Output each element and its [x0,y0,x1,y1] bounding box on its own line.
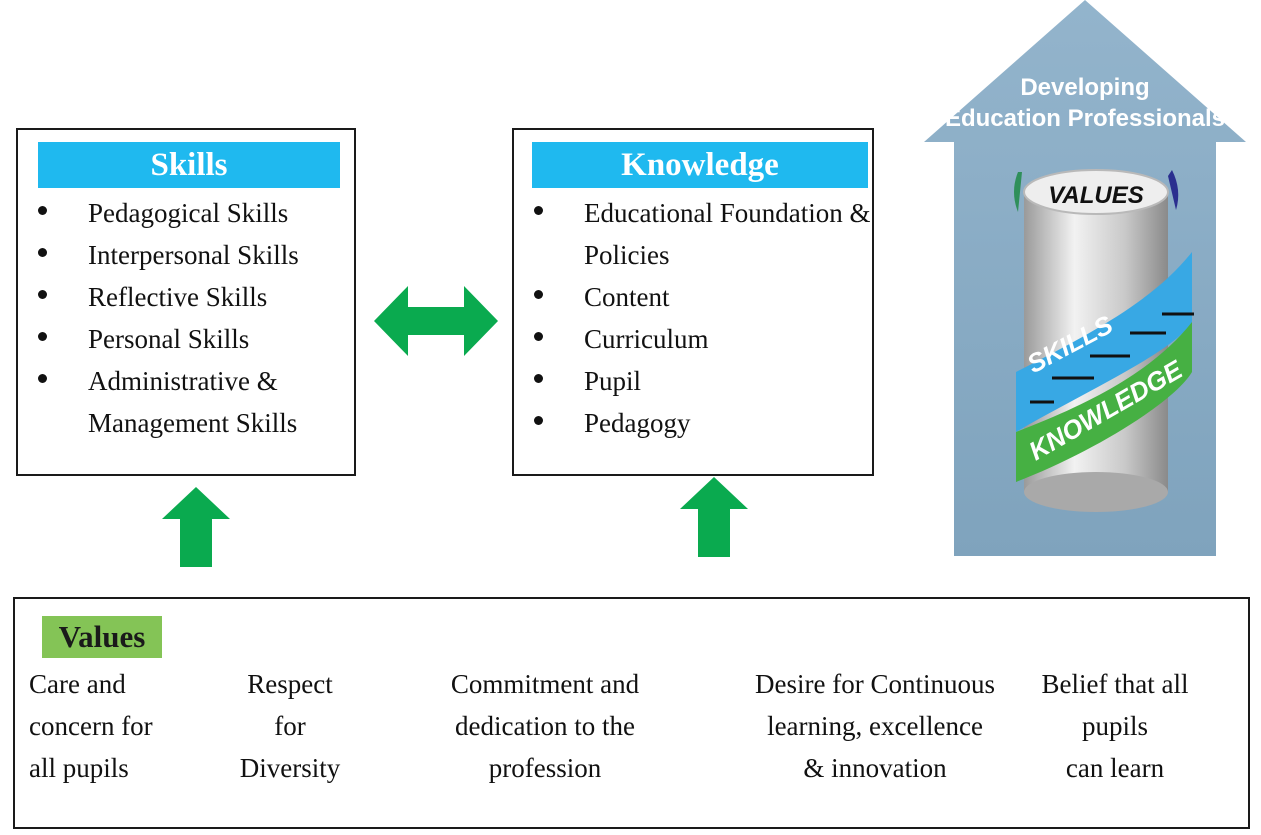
knowledge-box: Knowledge Educational Foundation & Polic… [512,128,874,476]
skills-item: Reflective Skills [18,276,354,318]
values-box: Values Care and concern for all pupils R… [13,597,1250,829]
cylinder-label: VALUES [1048,182,1144,209]
values-item: Care and concern for all pupils [29,669,153,783]
education-professionals-graphic: Developing Education Professionals VALUE… [924,0,1246,556]
skills-title: Skills [38,142,340,188]
up-arrow-icon [162,487,230,567]
knowledge-item: Pedagogy [514,402,872,444]
skills-item: Personal Skills [18,318,354,360]
values-title: Values [42,616,162,658]
knowledge-item: Educational Foundation & Policies [514,192,872,276]
knowledge-title: Knowledge [532,142,868,188]
knowledge-list: Educational Foundation & Policies Conten… [514,192,872,444]
skills-item: Administrative & Management Skills [18,360,354,444]
graphic-heading-line1: Developing [1020,74,1149,101]
double-arrow-icon [374,286,498,356]
knowledge-item: Curriculum [514,318,872,360]
skills-list: Pedagogical Skills Interpersonal Skills … [18,192,354,444]
skills-band-shape [1016,252,1192,432]
values-item: Respect for Diversity [239,669,341,783]
knowledge-band-shape [1016,322,1192,482]
values-item: Desire for Continuous learning, excellen… [755,669,995,783]
skills-item: Pedagogical Skills [18,192,354,234]
band-arrows-group [1030,312,1194,404]
knowledge-item: Pupil [514,360,872,402]
skills-box: Skills Pedagogical Skills Interpersonal … [16,128,356,476]
knowledge-item: Content [514,276,872,318]
values-item: Commitment and dedication to the profess… [450,669,640,783]
graphic-heading-line2: Education Professionals [945,105,1225,132]
values-item: Belief that all pupils can learn [1041,669,1189,783]
up-arrow-icon [680,477,748,557]
skills-item: Interpersonal Skills [18,234,354,276]
